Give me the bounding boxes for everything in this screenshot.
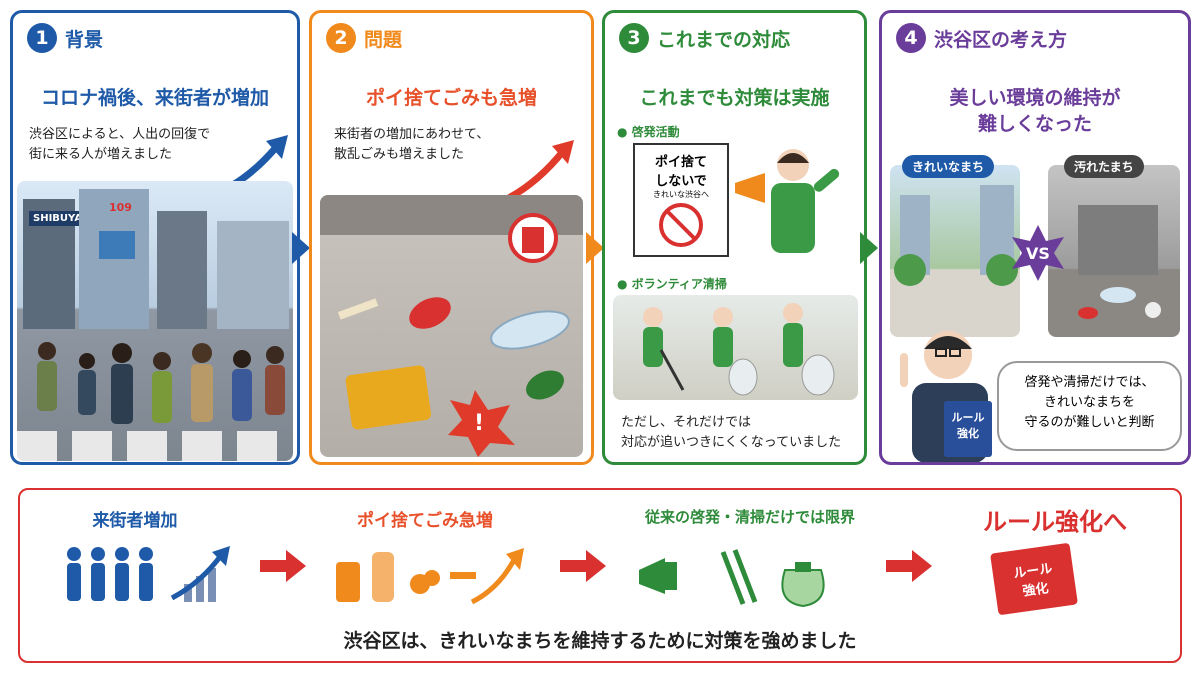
panel-title: 背景 bbox=[65, 28, 104, 51]
red-arrow-icon bbox=[560, 550, 606, 582]
speech-bubble: 啓発や清掃だけでは、 きれいなまちを 守るのが難しいと判断 bbox=[997, 361, 1182, 451]
dirty-town-illustration bbox=[1048, 165, 1180, 337]
no-litter-icon bbox=[659, 203, 703, 247]
building bbox=[217, 221, 289, 329]
staff-with-megaphone-illustration bbox=[735, 149, 840, 253]
body-line: 渋谷区によると、人出の回復で bbox=[29, 127, 211, 142]
panel-header: 3 これまでの対応 bbox=[619, 23, 790, 53]
body-line: 街に来る人が増えました bbox=[29, 147, 173, 162]
panel-header: 4 渋谷区の考え方 bbox=[896, 23, 1067, 53]
book-line: ルール bbox=[951, 411, 985, 424]
section-tag-cleanup: ● ボランティア清掃 bbox=[617, 277, 727, 291]
panel-body: ただし、それだけでは 対応が追いつきにくくなっていました bbox=[621, 413, 841, 453]
bubble-line: 啓発や清掃だけでは、 bbox=[1024, 375, 1155, 390]
body-line: ただし、それだけでは bbox=[621, 415, 752, 430]
bubble-line: 守るのが難しいと判断 bbox=[1024, 415, 1155, 430]
clean-town-illustration bbox=[890, 165, 1020, 337]
vs-text: VS bbox=[1026, 244, 1050, 263]
section-tag-awareness: ● 啓発活動 bbox=[617, 125, 680, 139]
poster-line: ポイ捨て bbox=[654, 155, 707, 170]
clean-town-label: きれいなまち bbox=[902, 155, 995, 178]
lead-line: 美しい環境の維持が bbox=[949, 87, 1121, 109]
panel-header: 1 背景 bbox=[27, 23, 103, 53]
109-sign: 109 bbox=[109, 201, 132, 214]
poster-small: きれいな渋谷へ bbox=[653, 190, 709, 199]
flow-step-limit: 従来の啓発・清掃だけでは限界 bbox=[644, 508, 855, 526]
panel-shibuya-view: 4 渋谷区の考え方 美しい環境の維持が 難しくなった きれいなまち 汚れたまち … bbox=[879, 10, 1191, 465]
panel-background: 1 背景 コロナ禍後、来街者が増加 渋谷区によると、人出の回復で 街に来る人が増… bbox=[10, 10, 300, 465]
litter-illustration: ! bbox=[320, 195, 583, 457]
rule-book: ルール 強化 bbox=[990, 542, 1078, 616]
summary-flow: 来街者増加 ポイ捨てごみ急増 従来の啓発・清掃だけでは限界 ルール強化へ ルール… bbox=[18, 488, 1182, 663]
poster-line: しないで bbox=[655, 174, 707, 189]
footer-summary: 渋谷区は、きれいなまちを維持するために対策を強めました bbox=[343, 630, 857, 652]
shibuya-sign: SHIBUYA bbox=[29, 211, 87, 226]
flow-step-visitors: 来街者増加 bbox=[92, 511, 178, 531]
visitors-increase-icon bbox=[67, 546, 230, 602]
pedestrians bbox=[37, 342, 285, 424]
bubble-line: きれいなまちを bbox=[1043, 395, 1135, 410]
flow-arrow-icon bbox=[292, 232, 310, 264]
crosswalk bbox=[17, 431, 277, 461]
step-number: 1 bbox=[27, 23, 57, 53]
litter-increase-icon bbox=[336, 548, 524, 605]
step-number: 2 bbox=[326, 23, 356, 53]
panel-lead: これまでも対策は実施 bbox=[639, 87, 830, 109]
step-number: 3 bbox=[619, 23, 649, 53]
body-line: 来街者の増加にあわせて、 bbox=[334, 127, 490, 142]
panel-body: 渋谷区によると、人出の回復で 街に来る人が増えました bbox=[29, 125, 210, 165]
no-littering-poster: ポイ捨て しないで きれいな渋谷へ bbox=[633, 143, 729, 257]
svg-text:!: ! bbox=[474, 411, 484, 436]
panel-past-response: 3 これまでの対応 これまでも対策は実施 ● 啓発活動 ポイ捨て しないで きれ… bbox=[602, 10, 867, 465]
panel-lead: ポイ捨てごみも急増 bbox=[365, 87, 537, 109]
body-line: 対応が追いつきにくくなっていました bbox=[621, 435, 842, 450]
flow-step-litter: ポイ捨てごみ急増 bbox=[357, 511, 493, 531]
building bbox=[79, 189, 149, 329]
panel-lead: コロナ禍後、来街者が増加 bbox=[40, 87, 269, 109]
flow-step-rule: ルール強化へ bbox=[983, 508, 1127, 536]
clean-street bbox=[894, 185, 1018, 286]
panel-body: 来街者の増加にあわせて、 散乱ごみも増えました bbox=[334, 125, 489, 165]
body-line: 散乱ごみも増えました bbox=[334, 147, 465, 162]
lead-line: 難しくなった bbox=[977, 113, 1092, 135]
panel-title: これまでの対応 bbox=[657, 28, 791, 51]
flow-arrow-icon bbox=[586, 232, 604, 264]
panel-problem: 2 問題 ポイ捨てごみも急増 来街者の増加にあわせて、 散乱ごみも増えました ! bbox=[309, 10, 594, 465]
dirty-street bbox=[1078, 205, 1161, 319]
litter-items: ! bbox=[320, 195, 583, 457]
red-arrow-icon bbox=[260, 550, 306, 582]
volunteers bbox=[643, 303, 835, 396]
step-number: 4 bbox=[896, 23, 926, 53]
book-line: 強化 bbox=[957, 427, 979, 440]
shibuya-crowd-illustration: SHIBUYA 109 bbox=[17, 181, 293, 461]
rule-book: ルール 強化 bbox=[944, 401, 992, 457]
volunteer-cleanup-illustration bbox=[613, 295, 858, 400]
panel-header: 2 問題 bbox=[326, 23, 402, 53]
panel-lead: 美しい環境の維持が 難しくなった bbox=[882, 85, 1188, 137]
screen bbox=[99, 231, 135, 259]
building bbox=[157, 211, 207, 329]
vs-badge: VS bbox=[1012, 225, 1064, 281]
panel-title: 問題 bbox=[364, 28, 403, 51]
dirty-town-label: 汚れたまち bbox=[1064, 155, 1144, 178]
panel-title: 渋谷区の考え方 bbox=[934, 28, 1068, 51]
awareness-cleanup-icon bbox=[639, 549, 825, 608]
flow-arrow-icon bbox=[860, 232, 878, 264]
red-arrow-icon bbox=[886, 550, 932, 582]
